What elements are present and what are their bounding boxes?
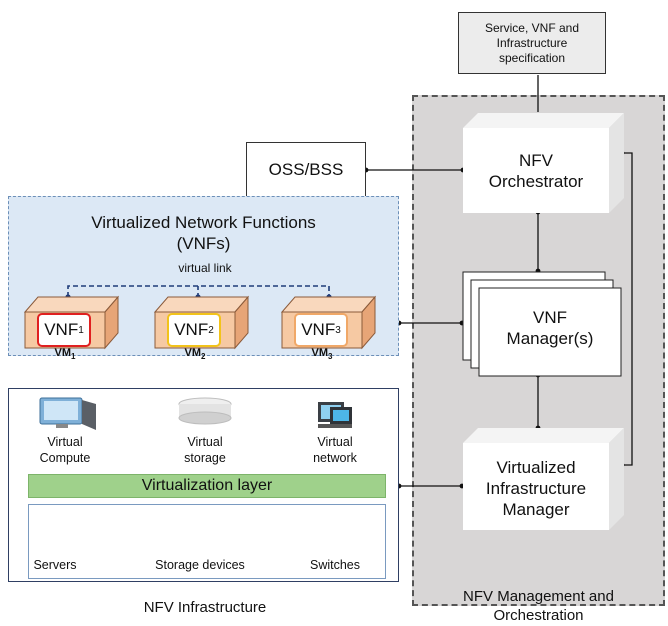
vim-label: Virtualized Infrastructure Manager [485,458,587,519]
virtual-network-label: Virtual network [313,435,357,465]
vnf-3-label: VNF [301,320,336,339]
storage-devices-label: Storage devices [155,558,245,572]
vnf-3-subscript: 3 [335,324,341,336]
virtual-storage-label: Virtual storage [184,435,226,465]
mano-caption: NFV Management and Orchestration [463,588,614,624]
vim-cube [463,428,624,530]
virtualization-layer-label: Virtualization layer [141,477,273,494]
vm-3-label: VM3 [311,347,333,362]
vnf-manager-stack [462,271,622,377]
oss-bss-box: OSS/BSS [246,142,366,198]
orchestrator-label: NFV Orchestrator [488,151,584,191]
switches-label: Switches [309,558,361,572]
virtual-compute-icon [39,397,96,430]
specification-text: Service, VNF and Infrastructure specific… [484,20,580,65]
vm-1-label: VM1 [54,347,76,362]
vnf-2-label: VNF [174,320,209,339]
orchestrator-cube [463,113,624,213]
vnf-manager-label: VNF Manager(s) [506,308,594,348]
vnf-1-label: VNF [44,320,79,339]
hardware-box [28,504,386,579]
virtual-storage-icon [178,397,232,425]
virtual-compute-label: Virtual Compute [39,435,91,465]
nfvi-caption: NFV Infrastructure [143,599,267,616]
specification-scroll: Service, VNF and Infrastructure specific… [458,12,606,74]
vnf-1-subscript: 1 [78,324,84,336]
orchestrator-vim-bracket [622,152,633,466]
vnf-2-subscript: 2 [208,324,214,336]
vnfs-title: Virtualized Network Functions (VNFs) [91,213,316,253]
virtualization-layer: Virtualization layer [28,474,386,498]
oss-bss-label: OSS/BSS [268,160,344,179]
virtual-network-icon [318,402,352,428]
virtual-link-label: virtual link [178,261,232,275]
vm-2-label: VM2 [184,347,206,362]
servers-label: Servers [33,558,77,572]
